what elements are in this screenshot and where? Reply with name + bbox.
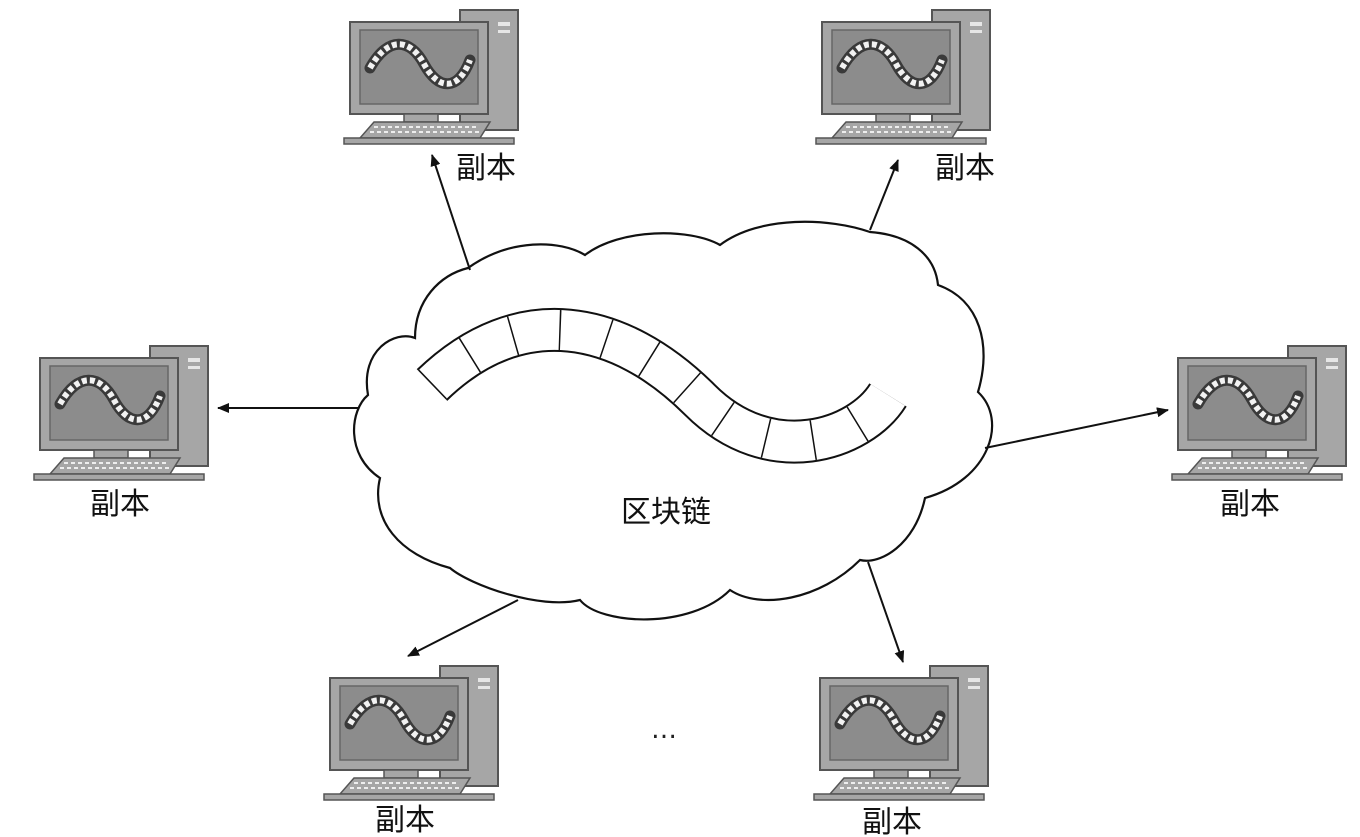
replica-node-top-right: [816, 10, 990, 144]
computer-icon: [34, 346, 208, 480]
replica-node-top-left: [344, 10, 518, 144]
replica-label: 副本: [456, 151, 516, 186]
replica-label: 副本: [862, 805, 922, 837]
blockchain-label: 区块链: [621, 495, 711, 530]
replica-label: 副本: [90, 487, 150, 522]
computer-icon: [814, 666, 988, 800]
computer-icon: [816, 10, 990, 144]
replica-node-left: [34, 346, 208, 480]
arrow-to-right: [984, 407, 1169, 449]
replica-node-bottom-left: [324, 666, 498, 800]
cloud-shape: [352, 220, 994, 621]
replica-node-bottom-right: [814, 666, 988, 800]
computer-icon: [1172, 346, 1346, 480]
ellipsis-label: …: [651, 715, 677, 745]
arrow-to-top-left: [430, 154, 471, 271]
replication-arrows: [217, 154, 1169, 663]
computer-icon: [344, 10, 518, 144]
replica-label: 副本: [375, 803, 435, 837]
replica-label: 副本: [1220, 487, 1280, 522]
replica-node-right: [1172, 346, 1346, 480]
arrow-to-bottom-left: [407, 599, 519, 657]
arrow-to-bottom-right: [867, 561, 905, 663]
computer-icon: [324, 666, 498, 800]
blockchain-chain-icon: [416, 308, 907, 464]
arrow-to-top-right: [869, 159, 899, 231]
replica-label: 副本: [935, 151, 995, 186]
